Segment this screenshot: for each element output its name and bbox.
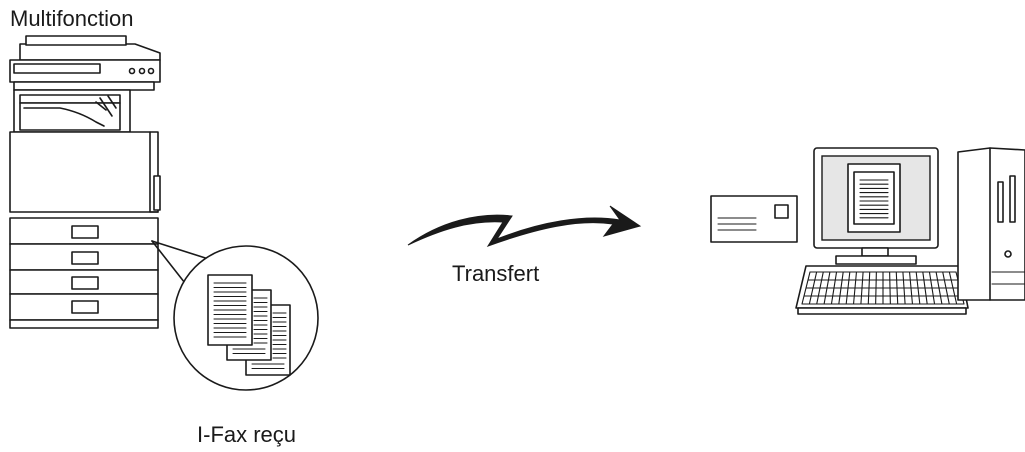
received-ifax-label: I-Fax reçu [197,422,297,447]
transfer-arrow-icon [407,205,642,247]
desktop-computer-icon [795,147,1025,315]
multifunction-label: Multifonction [10,6,134,31]
transfer-label: Transfert [452,261,540,286]
received-documents-icon [151,240,319,391]
email-envelope-icon [710,195,798,243]
multifunction-printer-icon [9,35,161,329]
